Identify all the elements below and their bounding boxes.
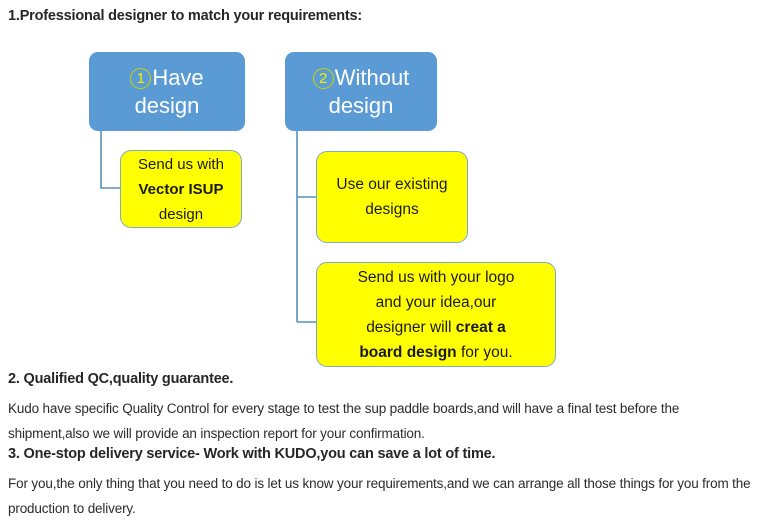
- node-send-vector-isup[interactable]: Send us with Vector ISUP design: [120, 150, 242, 228]
- node-use-existing-designs-text: Use our existing designs: [328, 172, 455, 222]
- node-send-logo-idea[interactable]: Send us with your logo and your idea,our…: [316, 262, 556, 367]
- node-send-vector-isup-line1: Send us with: [138, 155, 224, 173]
- node-send-vector-isup-line2-bold: Vector ISUP: [138, 180, 224, 198]
- node-without-design-line2: design: [328, 92, 394, 118]
- section-1-heading: 1.Professional designer to match your re…: [8, 8, 363, 24]
- node-send-vector-isup-text: Send us with Vector ISUP design: [130, 152, 232, 227]
- section-2-heading: 2. Qualified QC,quality guarantee.: [8, 371, 234, 387]
- node-send-logo-idea-text: Send us with your logo and your idea,our…: [350, 265, 523, 365]
- node-have-design-line1: Have: [152, 64, 204, 90]
- node-use-existing-designs[interactable]: Use our existing designs: [316, 151, 468, 243]
- node-use-existing-designs-line2: designs: [365, 201, 419, 218]
- node-send-logo-idea-line4: for you.: [456, 343, 513, 361]
- node-have-design-line2: design: [134, 92, 200, 118]
- section-3-heading: 3. One-stop delivery service- Work with …: [8, 446, 496, 462]
- node-without-design-line1: Without: [334, 64, 410, 90]
- node-use-existing-designs-line1: Use our existing: [336, 176, 448, 193]
- section-2-paragraph: Kudo have specific Quality Control for e…: [8, 401, 680, 441]
- node-send-logo-idea-line4-bold: board design: [359, 343, 457, 361]
- marker-1-icon: 1: [130, 67, 152, 89]
- node-send-logo-idea-line3: designer will: [366, 318, 456, 336]
- node-send-vector-isup-line3: design: [158, 205, 204, 223]
- connector-branch1-to-child1: [100, 131, 120, 189]
- marker-2-icon: 2: [312, 67, 334, 89]
- node-send-logo-idea-line1: Send us with your logo: [357, 268, 515, 286]
- section-3-paragraph: For you,the only thing that you need to …: [8, 476, 751, 516]
- node-send-logo-idea-line3-bold: creat a: [455, 318, 506, 336]
- node-send-logo-idea-line2: and your idea,our: [375, 293, 497, 311]
